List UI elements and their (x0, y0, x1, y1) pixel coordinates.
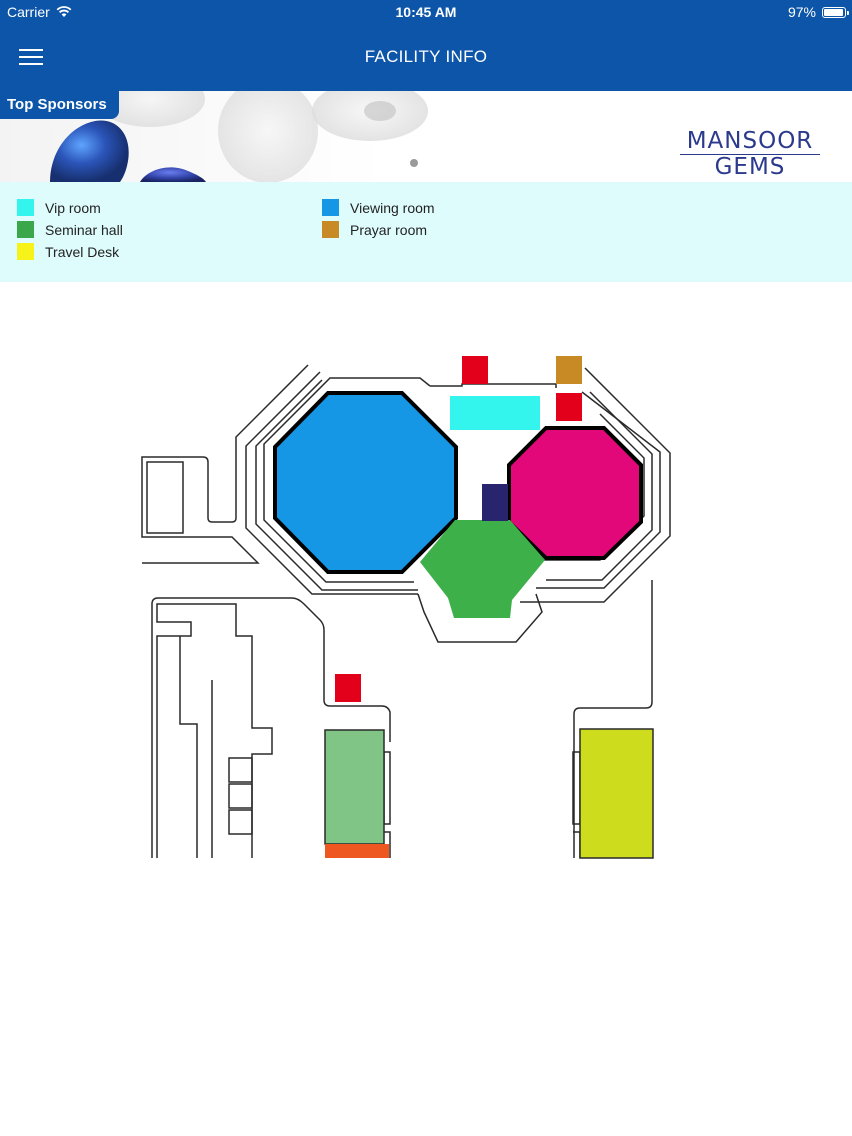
legend-swatch (17, 221, 34, 238)
legend-item-seminar-hall: Seminar hall (17, 221, 123, 238)
legend-swatch (322, 221, 339, 238)
carousel-dots (410, 159, 437, 167)
yellow-green-room[interactable] (579, 728, 654, 859)
top-header: Carrier 10:45 AM 97% FACILITY INFO (0, 0, 852, 91)
sponsor-banner[interactable]: Top Sponsors (0, 91, 852, 182)
status-left: Carrier (7, 4, 72, 20)
battery-percent: 97% (787, 4, 816, 20)
vip-room[interactable] (450, 396, 540, 430)
legend-swatch (17, 199, 34, 216)
gemstones-image (50, 91, 428, 182)
legend-label: Prayar room (350, 221, 428, 238)
hamburger-menu-icon[interactable] (14, 44, 48, 70)
legend-item-vip-room: Vip room (17, 199, 101, 216)
viewing-room-octagon[interactable] (273, 391, 458, 574)
status-bar: Carrier 10:45 AM 97% (0, 0, 852, 24)
legend-item-travel-desk: Travel Desk (17, 243, 119, 260)
legend-label: Viewing room (350, 199, 435, 216)
carousel-dot-2[interactable] (429, 159, 437, 167)
navy-room[interactable] (482, 484, 508, 521)
light-green-room[interactable] (324, 729, 385, 845)
battery-level-fill (824, 8, 843, 16)
orange-strip[interactable] (325, 844, 389, 858)
legend-label: Travel Desk (45, 243, 120, 260)
magenta-room-octagon[interactable] (507, 426, 643, 560)
facility-floor-map[interactable] (0, 282, 852, 902)
red-marker[interactable] (462, 356, 488, 384)
red-marker[interactable] (335, 674, 361, 702)
legend-item-viewing-room: Viewing room (322, 199, 435, 216)
legend-item-prayer-room: Prayar room (322, 221, 427, 238)
carousel-dot-1[interactable] (410, 159, 418, 167)
prayer-room-marker[interactable] (556, 356, 582, 384)
wifi-icon (56, 6, 72, 17)
top-sponsors-tag: Top Sponsors (0, 91, 119, 119)
page-title: FACILITY INFO (364, 47, 488, 66)
status-time: 10:45 AM (395, 4, 457, 20)
nav-bar: FACILITY INFO (0, 24, 852, 91)
seminar-hall-room[interactable] (420, 520, 545, 618)
mansoor-gems-logo: MANSOOR GEMS (680, 129, 820, 179)
legend-swatch (322, 199, 339, 216)
battery-icon (822, 6, 849, 18)
carrier-label: Carrier (7, 4, 50, 20)
room-legend: Vip room Viewing room Seminar hall Praya… (0, 182, 852, 282)
legend-label: Seminar hall (45, 221, 123, 238)
red-marker[interactable] (556, 393, 582, 421)
legend-label: Vip room (45, 199, 101, 216)
status-right: 97% (787, 4, 849, 20)
legend-swatch (17, 243, 34, 260)
